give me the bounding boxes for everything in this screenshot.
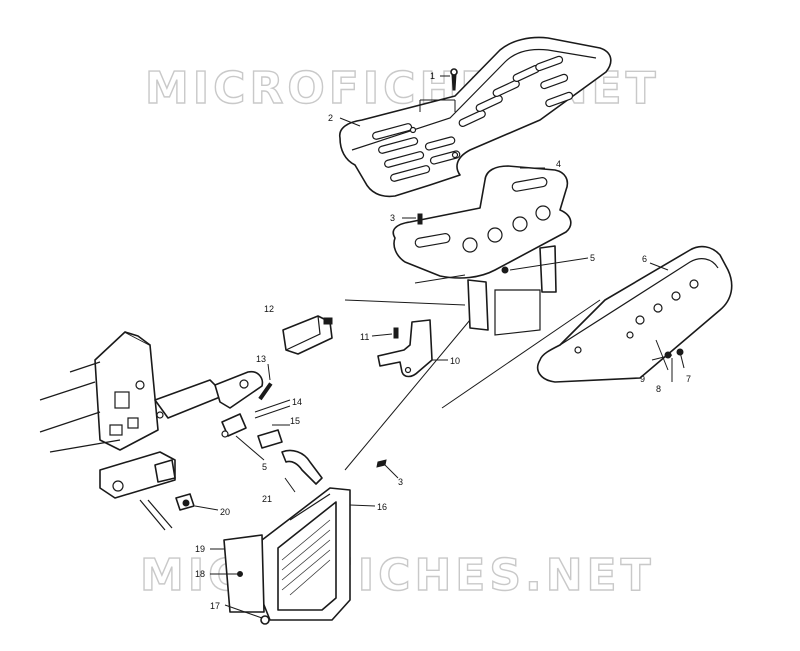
watermark-bottom: MICROFICHES.NET (140, 550, 655, 601)
mud-flap (223, 534, 265, 613)
callout-6: 6 (642, 254, 647, 264)
callout-5b: 5 (262, 462, 267, 472)
callout-3a: 3 (390, 213, 395, 223)
callout-12: 12 (264, 304, 274, 314)
callout-4: 4 (556, 159, 561, 169)
callout-3b: 3 (398, 477, 403, 487)
callout-5a: 5 (590, 253, 595, 263)
callout-14: 14 (292, 397, 302, 407)
mud-guard (261, 487, 351, 621)
callouts: 1 2 3 4 5 6 7 8 9 10 11 12 13 14 15 5 3 … (195, 71, 691, 611)
grommet (175, 493, 195, 511)
callout-21: 21 (262, 494, 272, 504)
callout-9: 9 (640, 374, 645, 384)
callout-11: 11 (360, 332, 369, 342)
callout-7: 7 (686, 374, 691, 384)
hitch-spacer (257, 429, 283, 449)
callout-16: 16 (377, 502, 387, 512)
callout-15: 15 (290, 416, 300, 426)
callout-1: 1 (430, 71, 435, 81)
nut (260, 615, 270, 625)
rack-support (392, 165, 572, 336)
callout-19: 19 (195, 544, 205, 554)
callout-20: 20 (220, 507, 230, 517)
callout-17: 17 (210, 601, 220, 611)
callout-10: 10 (450, 356, 460, 366)
rear-bumper (536, 245, 733, 383)
callout-2: 2 (328, 113, 333, 123)
bracket (377, 319, 433, 378)
strap (281, 449, 323, 485)
callout-8: 8 (656, 384, 661, 394)
rear-rack-grate (338, 36, 612, 198)
reflector (282, 315, 333, 355)
callout-13: 13 (256, 354, 266, 364)
leader-lines (194, 75, 685, 619)
hitch-block (221, 413, 247, 438)
chassis-frame (39, 331, 264, 531)
callout-18: 18 (195, 569, 205, 579)
